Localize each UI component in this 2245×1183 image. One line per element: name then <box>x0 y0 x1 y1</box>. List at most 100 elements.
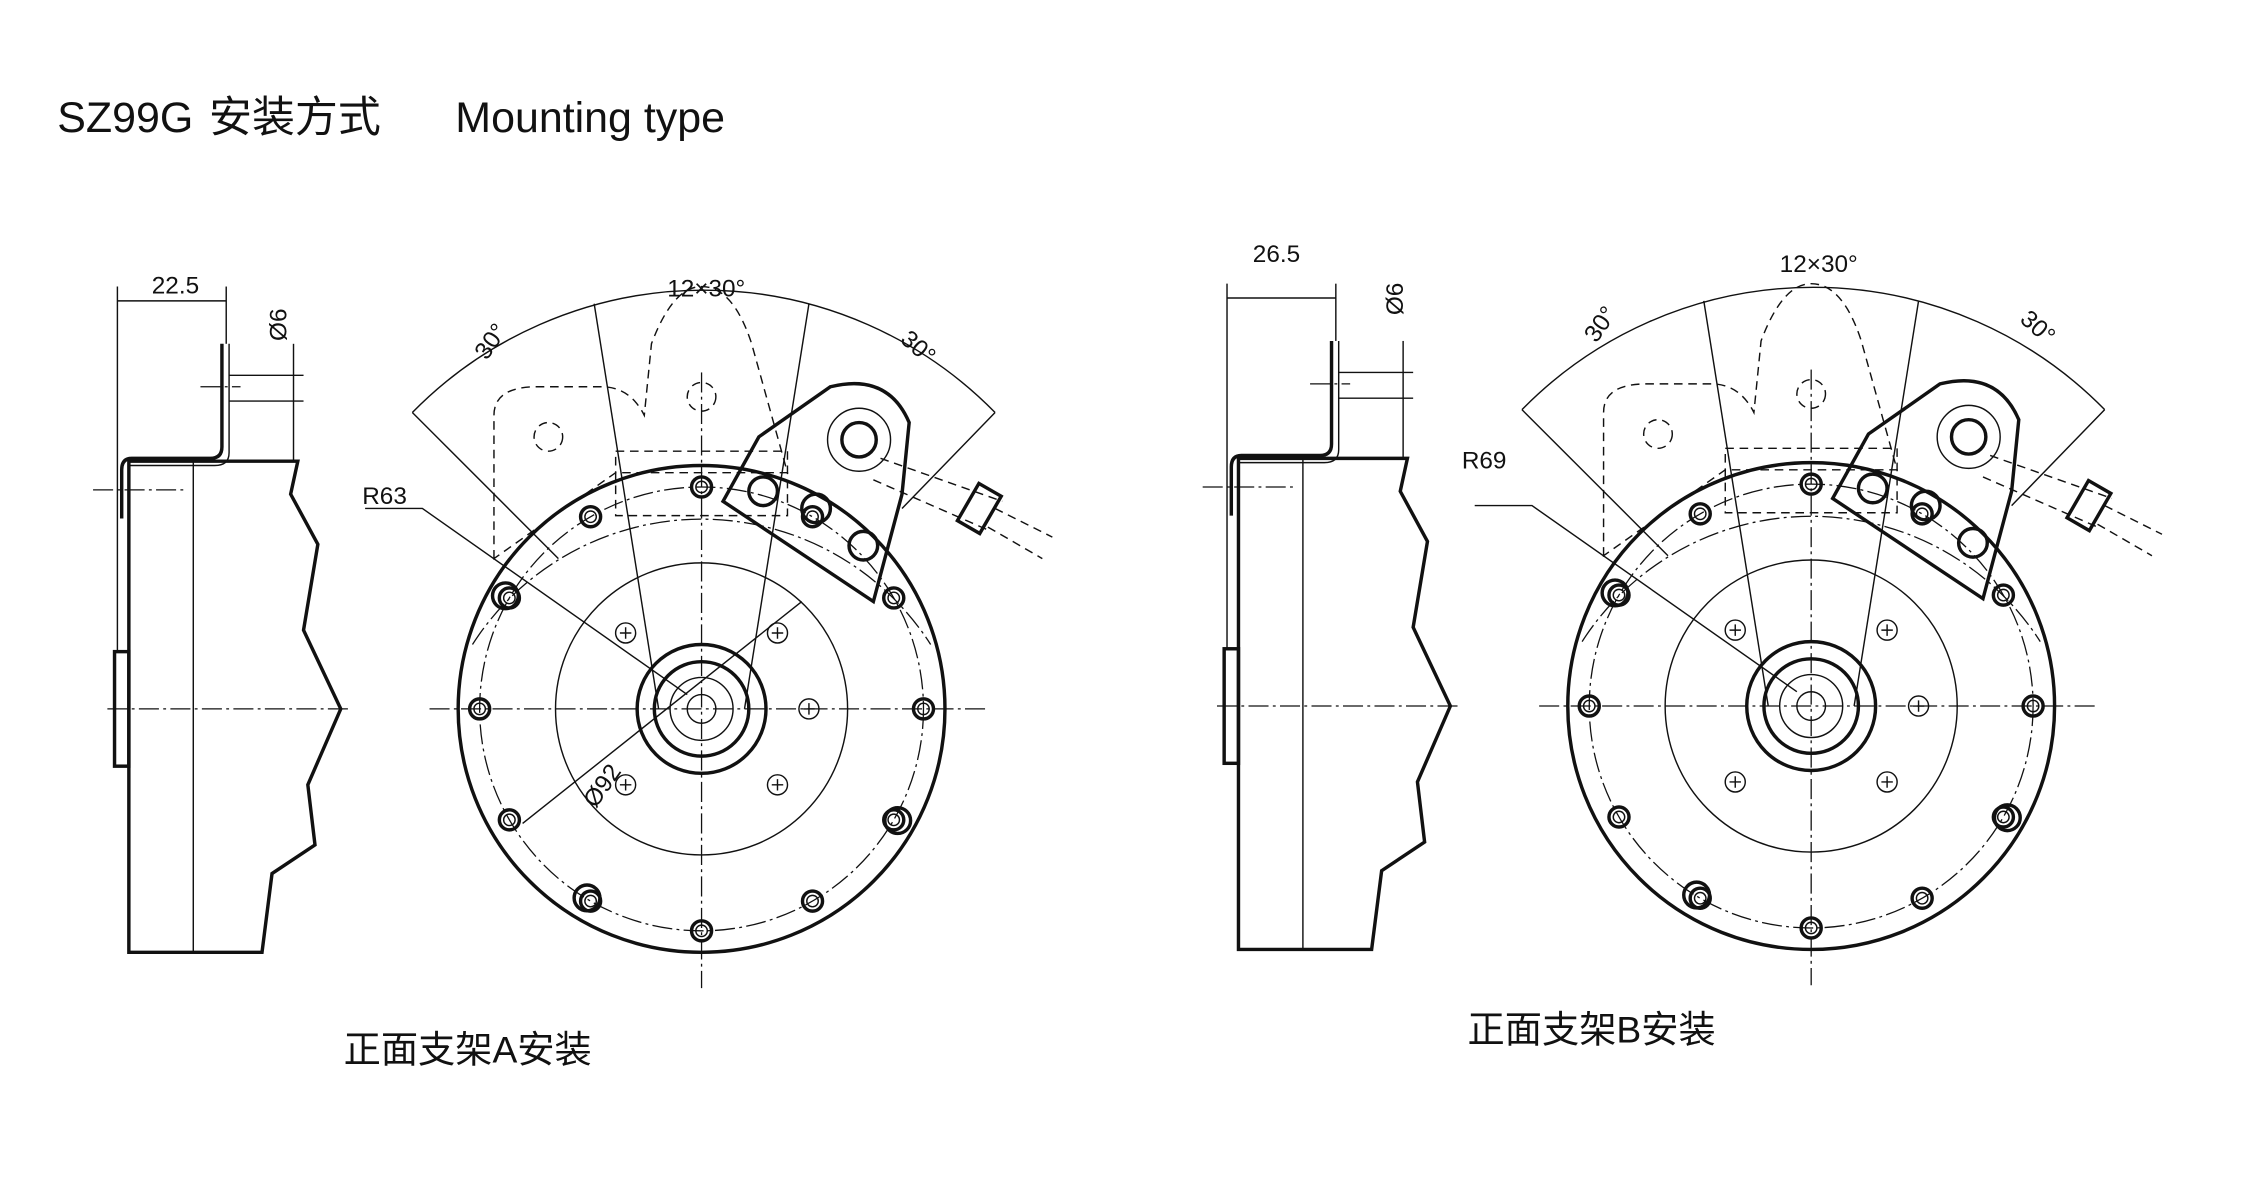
bracket-slot <box>1909 489 1942 522</box>
view-b-geometry <box>1202 282 2163 986</box>
motor-body-side <box>1236 456 1453 952</box>
clamp-screw <box>883 805 913 836</box>
clamp-screw <box>1600 578 1630 608</box>
bracket-alt-hole <box>686 381 717 412</box>
side-width-dimension: 26.5 <box>1253 241 1300 268</box>
title-english: Mounting type <box>455 94 725 142</box>
bracket-side <box>119 343 224 519</box>
angle-extension <box>901 412 996 509</box>
bracket-side-inner <box>128 343 230 519</box>
phillips-screw <box>798 698 820 720</box>
screw-hole-inner <box>1915 891 1929 905</box>
phillips-cross <box>1729 624 1741 636</box>
screw-hole-inner <box>887 813 901 827</box>
clamp-screw <box>1992 803 2022 833</box>
cable-gland <box>955 481 1004 536</box>
radius-dimension: R63 <box>362 483 407 510</box>
screw-hole-inner <box>695 924 709 938</box>
angle-extension <box>1703 300 1769 707</box>
angle-left-label: 30° <box>470 319 513 365</box>
angle-left-label: 30° <box>1579 302 1622 348</box>
angle-extension <box>593 303 660 710</box>
screw-hole-inner <box>1996 588 2010 602</box>
angle-extension <box>1521 409 1669 557</box>
bracket-alt-hole <box>1642 418 1674 450</box>
angle-extension <box>743 303 810 710</box>
bracket-alt-slot <box>1724 447 1898 514</box>
screw-hole-inner <box>584 510 598 524</box>
screw-hole-inner <box>502 813 516 827</box>
screw-hole-inner <box>473 702 487 716</box>
title-chinese: 安装方式 <box>209 94 381 142</box>
phillips-cross <box>619 779 632 791</box>
screw-hole-inner <box>695 480 709 494</box>
screw-hole <box>882 586 906 610</box>
screw-hole-inner <box>502 591 516 605</box>
screw-hole <box>467 697 492 721</box>
phillips-cross <box>1881 624 1893 636</box>
screw-hole <box>2021 694 2045 718</box>
diameter-leader <box>522 600 803 825</box>
screw-hole <box>1910 886 1934 910</box>
screw-hole <box>1688 502 1712 526</box>
screw-hole-inner <box>1804 921 1818 935</box>
bracket-pivot <box>1949 417 1988 456</box>
angle-extension <box>1853 300 1920 707</box>
cable-outline <box>873 457 1003 531</box>
screw-hole-inner <box>887 591 901 605</box>
phillips-cross <box>803 703 815 715</box>
screw-hole-inner <box>1612 588 1626 602</box>
angle-extension <box>2011 409 2106 507</box>
screw-hole <box>689 475 714 499</box>
side-width-dimension: 22.5 <box>152 273 199 300</box>
mount-bracket <box>1830 379 2021 602</box>
clamp-screw <box>490 581 521 611</box>
screw-hole <box>578 504 603 529</box>
page-title: SZ99G 安装方式 Mounting type <box>57 94 725 142</box>
screw-hole <box>497 808 522 832</box>
screw-hole-inner <box>1804 477 1818 491</box>
screw-hole-inner <box>2026 699 2040 713</box>
motor-body-side <box>127 459 343 955</box>
mounting-view-b: 26.5 Ø6 12×30° 30° 30° R69 正面支架B安装 <box>1202 241 2163 1051</box>
screw-hole-inner <box>917 702 930 716</box>
phillips-screw <box>1724 771 1746 793</box>
clamp-screw <box>1682 880 1712 910</box>
hole-diameter-dimension: Ø6 <box>1382 283 1409 315</box>
radius-dimension: R69 <box>1462 447 1507 474</box>
caption-a: 正面支架A安装 <box>344 1029 592 1071</box>
bracket-screw <box>1856 472 1889 505</box>
phillips-cross <box>1881 776 1893 788</box>
bracket-alt-slot <box>614 450 789 517</box>
cable <box>2097 504 2163 557</box>
mount-bracket <box>720 381 911 605</box>
angle-right-label: 30° <box>2015 305 2060 350</box>
bracket-pivot <box>840 420 878 459</box>
screw-hole <box>689 919 714 943</box>
angle-arc <box>1521 286 2106 411</box>
screw-hole-inner <box>584 894 598 908</box>
phillips-cross <box>1729 776 1741 788</box>
phillips-screw <box>614 774 637 796</box>
cable <box>987 507 1053 560</box>
screw-hole <box>911 697 936 721</box>
phillips-screw <box>766 774 789 796</box>
bracket-pivot-ring <box>826 407 892 472</box>
screw-hole <box>1799 916 1823 940</box>
inner-diameter-dimension: Ø92 <box>578 759 626 812</box>
hole-diameter-dimension: Ø6 <box>265 308 292 340</box>
cable-gland <box>2064 478 2114 533</box>
bracket-pivot-ring <box>1936 404 2001 470</box>
angle-extension <box>411 412 559 560</box>
caption-b: 正面支架B安装 <box>1468 1009 1716 1051</box>
phillips-screw <box>614 622 637 644</box>
angle-right-label: 30° <box>895 325 940 370</box>
phillips-cross <box>771 779 784 791</box>
bracket-alt-outline <box>493 285 789 560</box>
bracket-screw <box>1956 526 1990 559</box>
screw-hole-inner <box>1612 810 1626 824</box>
phillips-screw <box>1907 695 1930 717</box>
radius-leader <box>365 507 688 696</box>
mount-radius-arc <box>471 518 932 645</box>
clamp-screw <box>572 883 602 913</box>
